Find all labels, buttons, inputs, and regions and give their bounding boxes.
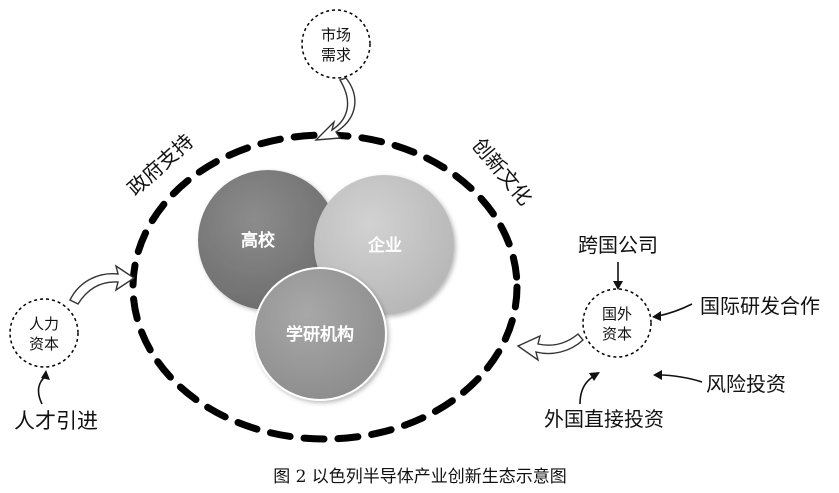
market-demand-circle	[301, 9, 371, 79]
foreign-capital-circle	[582, 288, 652, 358]
human-capital-line2: 资本	[29, 335, 59, 353]
foreign-capital-line1: 国外	[602, 305, 632, 323]
research-institute-label: 学研机构	[286, 324, 354, 345]
government-support-label: 政府支持	[123, 129, 199, 200]
human-capital-arrow	[69, 264, 136, 305]
human-capital-circle	[9, 298, 79, 368]
foreign-capital-arrow	[516, 333, 584, 362]
multinational-arrow-head	[613, 281, 623, 290]
market-demand-line1: 市场	[321, 26, 351, 44]
enterprise-label: 企业	[367, 235, 402, 256]
human-capital-line1: 人力	[29, 315, 59, 333]
figure-caption: 图 2 以色列半导体产业创新生态示意图	[273, 467, 567, 487]
talent-introduction-label: 人才引进	[14, 409, 98, 433]
fdi-label: 外国直接投资	[544, 407, 664, 431]
market-demand-line2: 需求	[321, 46, 351, 64]
venture-capital-label: 风险投资	[706, 372, 786, 396]
university-label: 高校	[241, 230, 276, 251]
intl-rd-label: 国际研发合作	[700, 294, 820, 318]
intl-rd-arrow-head	[652, 311, 661, 321]
fdi-arrow-head	[589, 372, 600, 381]
intl-rd-arrow	[657, 303, 693, 317]
venture-arrow	[659, 374, 703, 383]
market-demand-arrow	[314, 77, 356, 141]
fdi-arrow	[579, 375, 595, 405]
research-institute-circle	[253, 267, 387, 401]
talent-arrow-head	[41, 370, 50, 380]
talent-arrow	[37, 375, 47, 405]
venture-arrow-head	[653, 370, 662, 380]
foreign-capital-line2: 资本	[602, 325, 632, 343]
multinational-label: 跨国公司	[578, 233, 658, 257]
